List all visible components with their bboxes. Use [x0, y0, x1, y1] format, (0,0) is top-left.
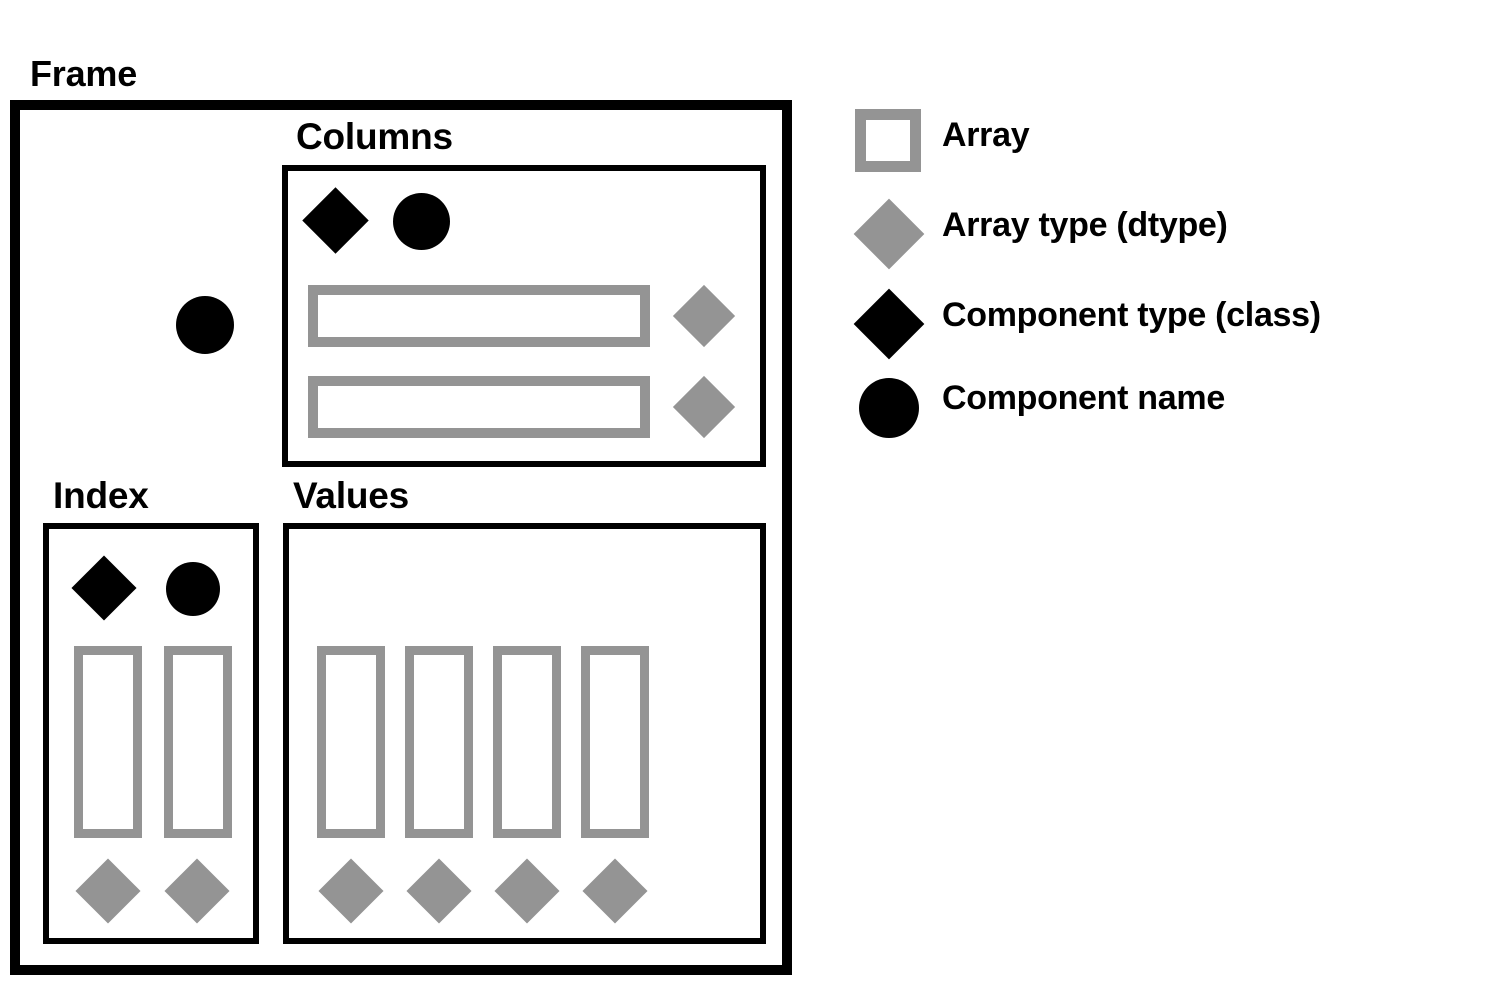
dtype-diamond-icon — [672, 284, 736, 348]
array-square-icon — [855, 109, 921, 172]
legend-item-dtype: Array type (dtype) — [850, 185, 1470, 277]
dtype-diamond-icon — [75, 858, 141, 924]
legend-label: Component type (class) — [942, 296, 1321, 334]
name-circle-icon — [859, 378, 919, 438]
name-circle-icon — [166, 562, 220, 616]
name-circle-icon — [393, 193, 450, 250]
legend-item-class: Component type (class) — [850, 275, 1470, 367]
array-rect-vertical — [405, 646, 473, 838]
legend-item-name: Component name — [850, 358, 1470, 450]
legend-marker — [850, 358, 930, 450]
class-diamond-icon — [71, 555, 137, 621]
legend-label: Array type (dtype) — [942, 206, 1228, 244]
dtype-diamond-icon — [494, 858, 560, 924]
array-rect-vertical — [581, 646, 649, 838]
array-rect-vertical — [164, 646, 232, 838]
legend: Array Array type (dtype) Component type … — [850, 95, 1470, 455]
legend-marker — [850, 185, 930, 277]
array-rect-vertical — [74, 646, 142, 838]
index-box — [43, 523, 259, 944]
class-diamond-icon — [302, 187, 369, 254]
columns-box — [282, 165, 766, 467]
legend-marker — [850, 275, 930, 367]
dtype-diamond-icon — [164, 858, 230, 924]
array-rect-horizontal — [308, 376, 650, 438]
dtype-diamond-icon — [582, 858, 648, 924]
dtype-diamond-icon — [318, 858, 384, 924]
legend-label: Array — [942, 116, 1030, 154]
dtype-diamond-icon — [672, 375, 736, 439]
legend-marker — [850, 95, 930, 187]
array-rect-vertical — [493, 646, 561, 838]
dtype-diamond-icon — [406, 858, 472, 924]
frame-label: Frame — [30, 53, 138, 94]
legend-label: Component name — [942, 379, 1225, 417]
array-rect-vertical — [317, 646, 385, 838]
class-diamond-icon — [853, 288, 925, 360]
name-circle-icon — [176, 296, 234, 354]
array-rect-horizontal — [308, 285, 650, 347]
columns-label: Columns — [296, 116, 453, 157]
dtype-diamond-icon — [853, 198, 925, 270]
legend-item-array: Array — [850, 95, 1470, 187]
values-label: Values — [293, 475, 410, 516]
values-box — [283, 523, 766, 944]
index-label: Index — [53, 475, 149, 516]
